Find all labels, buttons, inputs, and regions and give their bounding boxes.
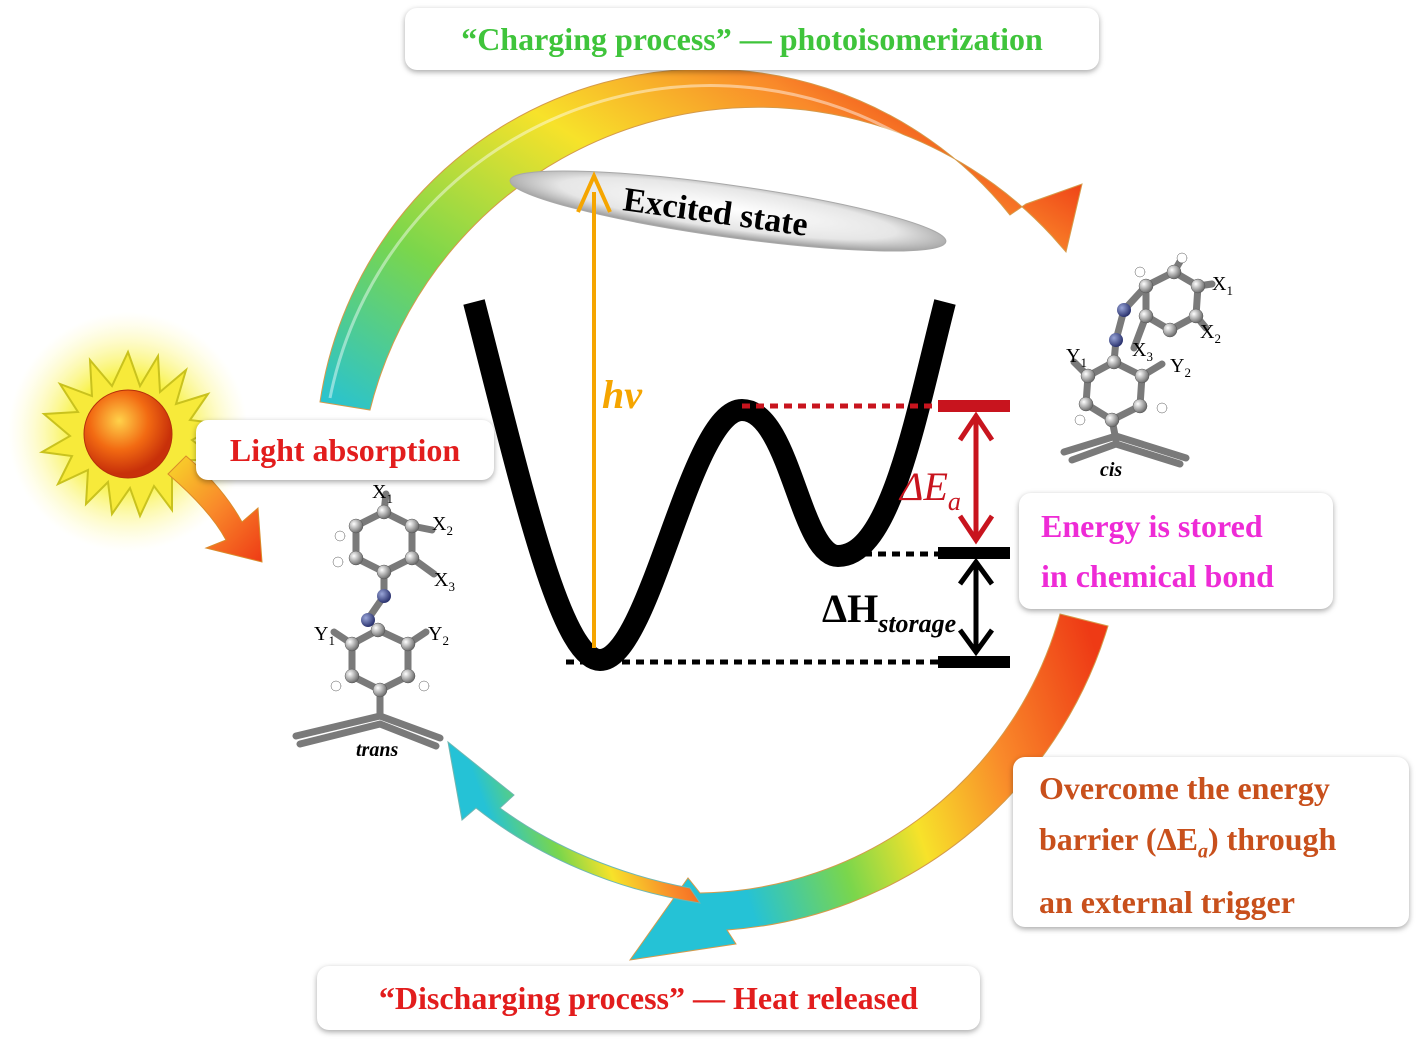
energy-stored-line-1: Energy is stored — [1041, 508, 1263, 544]
cis-azobenzene-molecule: X1 X2 X3 Y1 Y2 cis — [1060, 252, 1233, 481]
delta-ea-label: ΔEa — [898, 464, 961, 516]
trans-x3-label: X3 — [434, 569, 455, 594]
trans-label: trans — [356, 739, 398, 761]
overcome-line-2-post: ) through — [1207, 821, 1337, 857]
charging-cycle-arrow — [319, 68, 1083, 411]
cis-label: cis — [1100, 459, 1122, 481]
discharging-process-label-box: “Discharging process” — Heat released — [317, 966, 980, 1030]
energy-stored-line-2: in chemical bond — [1041, 558, 1274, 594]
cis-y1-label: Y1 — [1066, 345, 1087, 370]
overcome-line-1: Overcome the energy — [1039, 770, 1330, 806]
hv-arrow — [576, 171, 612, 648]
overcome-line-2-pre: barrier (ΔE — [1039, 821, 1198, 857]
energy-curve — [463, 299, 956, 672]
trans-x2-label: X2 — [432, 513, 453, 538]
discharging-cycle-arrow — [447, 613, 1109, 961]
discharging-process-label: “Discharging process” — Heat released — [378, 980, 919, 1016]
storage-enthalpy-arrow — [938, 547, 1010, 668]
hv-label: hν — [602, 372, 643, 417]
trans-y1-label: Y1 — [314, 623, 335, 648]
trans-y2-label: Y2 — [428, 623, 449, 648]
charging-process-label: “Charging process” — photoisomerization — [461, 21, 1043, 57]
overcome-line-2: barrier (ΔEa) through — [1039, 814, 1409, 877]
activation-energy-arrow — [938, 400, 1010, 545]
charging-process-label-box: “Charging process” — photoisomerization — [405, 8, 1099, 70]
cis-x2-label: X2 — [1200, 321, 1221, 346]
trans-x1-label: X1 — [372, 481, 393, 506]
cis-x3-label: X3 — [1132, 339, 1153, 364]
energy-level-lines — [566, 403, 946, 665]
overcome-barrier-label-box: Overcome the energy barrier (ΔEa) throug… — [1013, 757, 1409, 927]
energy-stored-label-box: Energy is stored in chemical bond — [1019, 493, 1333, 609]
light-absorption-label-box: Light absorption — [196, 420, 494, 480]
cis-y2-label: Y2 — [1170, 355, 1191, 380]
light-absorption-label: Light absorption — [229, 432, 461, 468]
excited-state-ellipse — [509, 170, 947, 252]
overcome-line-3: an external trigger — [1039, 884, 1295, 921]
overcome-line-2-sub: a — [1197, 840, 1208, 863]
delta-h-label: ΔHstorage — [822, 586, 956, 638]
cis-x1-label: X1 — [1212, 273, 1233, 298]
trans-azobenzene-molecule: X1 X2 X3 Y1 Y2 trans — [292, 481, 455, 761]
